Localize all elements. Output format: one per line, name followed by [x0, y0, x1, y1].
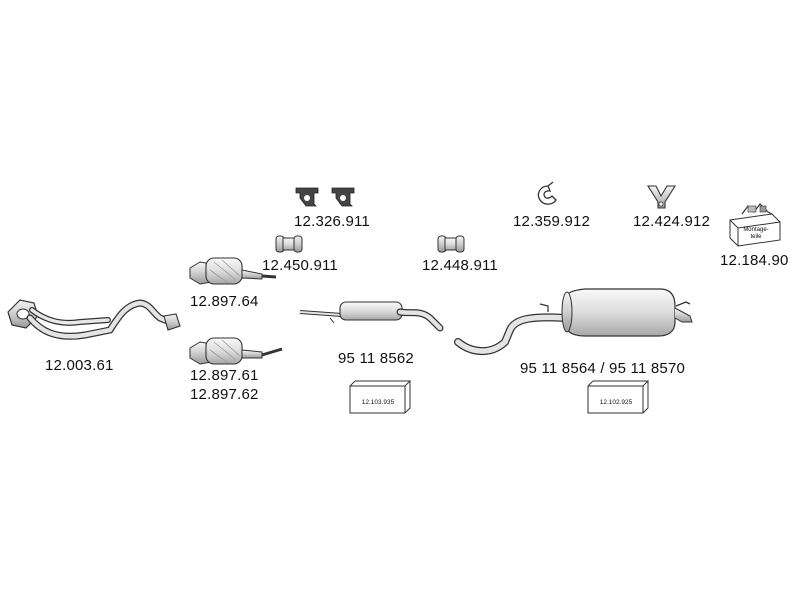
label-catalyst-b-2: 12.897.62 — [190, 386, 259, 403]
kit-box-middle — [349, 379, 411, 414]
label-middle-silencer: 95 11 8562 — [338, 350, 414, 367]
label-hanger-hook: 12.359.912 — [513, 213, 591, 230]
middle-silencer-drawing — [299, 301, 444, 332]
label-front-pipe: 12.003.61 — [45, 357, 114, 374]
hanger-hook-drawing — [537, 181, 557, 205]
clamp-a-drawing — [275, 235, 303, 253]
catalyst-b-drawing — [189, 337, 283, 365]
label-clamp-a: 12.450.911 — [262, 257, 338, 274]
hanger-v-drawing — [647, 185, 676, 209]
label-rear-silencer: 95 11 8564 / 95 11 8570 — [520, 360, 686, 377]
kit-label-rear: 12.102.925 — [599, 399, 633, 406]
label-hanger-v: 12.424.912 — [633, 213, 711, 230]
mounting-kit-box-label-2: teile — [750, 234, 762, 240]
clamp-b-drawing — [437, 235, 465, 253]
label-catalyst-b-1: 12.897.61 — [190, 367, 259, 384]
kit-box-rear — [587, 379, 649, 414]
kit-label-middle: 12.103.935 — [361, 399, 395, 406]
mounting-kit-box-label-1: Montage- — [743, 227, 769, 233]
label-hanger-pair: 12.326.911 — [294, 213, 370, 230]
label-mounting-kit: 12.184.90 — [720, 252, 789, 269]
label-catalyst-a: 12.897.64 — [190, 293, 259, 310]
label-clamp-b: 12.448.911 — [422, 257, 498, 274]
catalyst-a-drawing — [189, 257, 277, 285]
hanger-pair-drawing — [295, 187, 355, 207]
rear-silencer-drawing — [454, 288, 693, 355]
front-pipe-drawing — [7, 299, 181, 340]
mounting-kit-drawing — [729, 203, 781, 247]
